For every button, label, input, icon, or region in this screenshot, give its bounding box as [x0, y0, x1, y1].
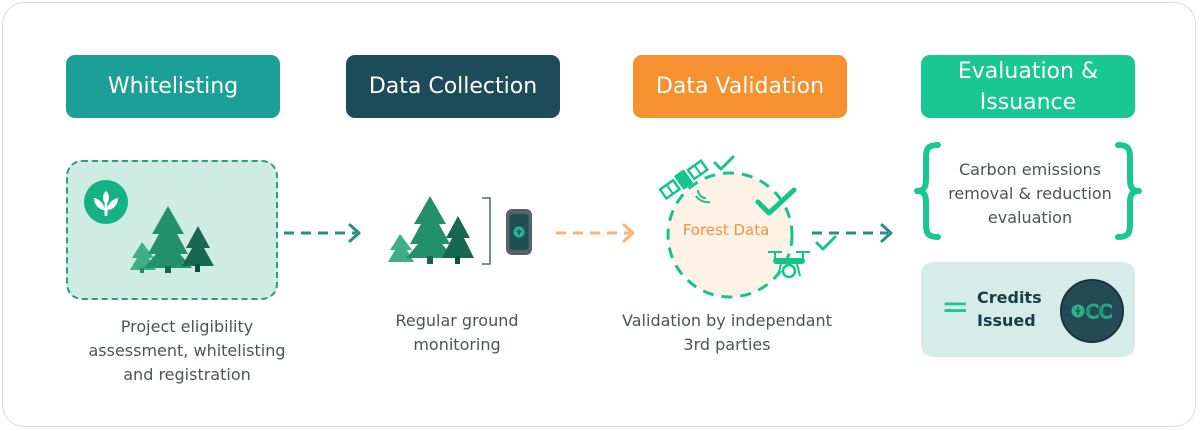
credits-issued-card: = Credits Issued CC — [921, 262, 1135, 357]
forest-trees-icon — [130, 206, 214, 273]
flow-arrow-2 — [556, 223, 635, 243]
flow-arrow-3 — [812, 223, 893, 243]
data-collection-caption: Regular ground monitoring — [395, 311, 519, 354]
step-header-data-collection: Data Collection — [346, 55, 560, 118]
curly-brace-right — [1115, 142, 1142, 240]
step-header-data-validation: Data Validation — [633, 55, 847, 118]
check-mark-large-icon — [755, 187, 797, 216]
bracket-line — [482, 197, 491, 265]
project-logo-icon — [84, 180, 128, 224]
forest-data-label: Forest Data — [682, 221, 770, 239]
monitoring-device-icon — [506, 209, 532, 255]
forest-trees-icon — [388, 196, 474, 264]
emissions-evaluation-text: Carbon emissions removal & reduction eva… — [948, 160, 1112, 227]
drone-icon — [768, 251, 810, 279]
equals-symbol: = — [941, 287, 970, 327]
credits-issued-label: Credits Issued — [977, 288, 1042, 330]
check-mark-icon — [713, 155, 735, 171]
data-validation-caption: Validation by independant 3rd parties — [622, 311, 832, 354]
curly-brace-left — [914, 142, 941, 240]
step-header-whitelisting: Whitelisting — [66, 55, 280, 118]
check-mark-icon — [815, 235, 837, 251]
whitelisting-caption: Project eligibility assessment, whitelis… — [88, 317, 286, 384]
badge-text: CC — [1086, 301, 1113, 323]
satellite-icon — [658, 159, 711, 204]
carbon-credit-badge-icon: CC — [1060, 279, 1124, 343]
flow-arrow-1 — [284, 223, 361, 243]
step-header-evaluation-issuance: Evaluation & Issuance — [921, 55, 1135, 118]
